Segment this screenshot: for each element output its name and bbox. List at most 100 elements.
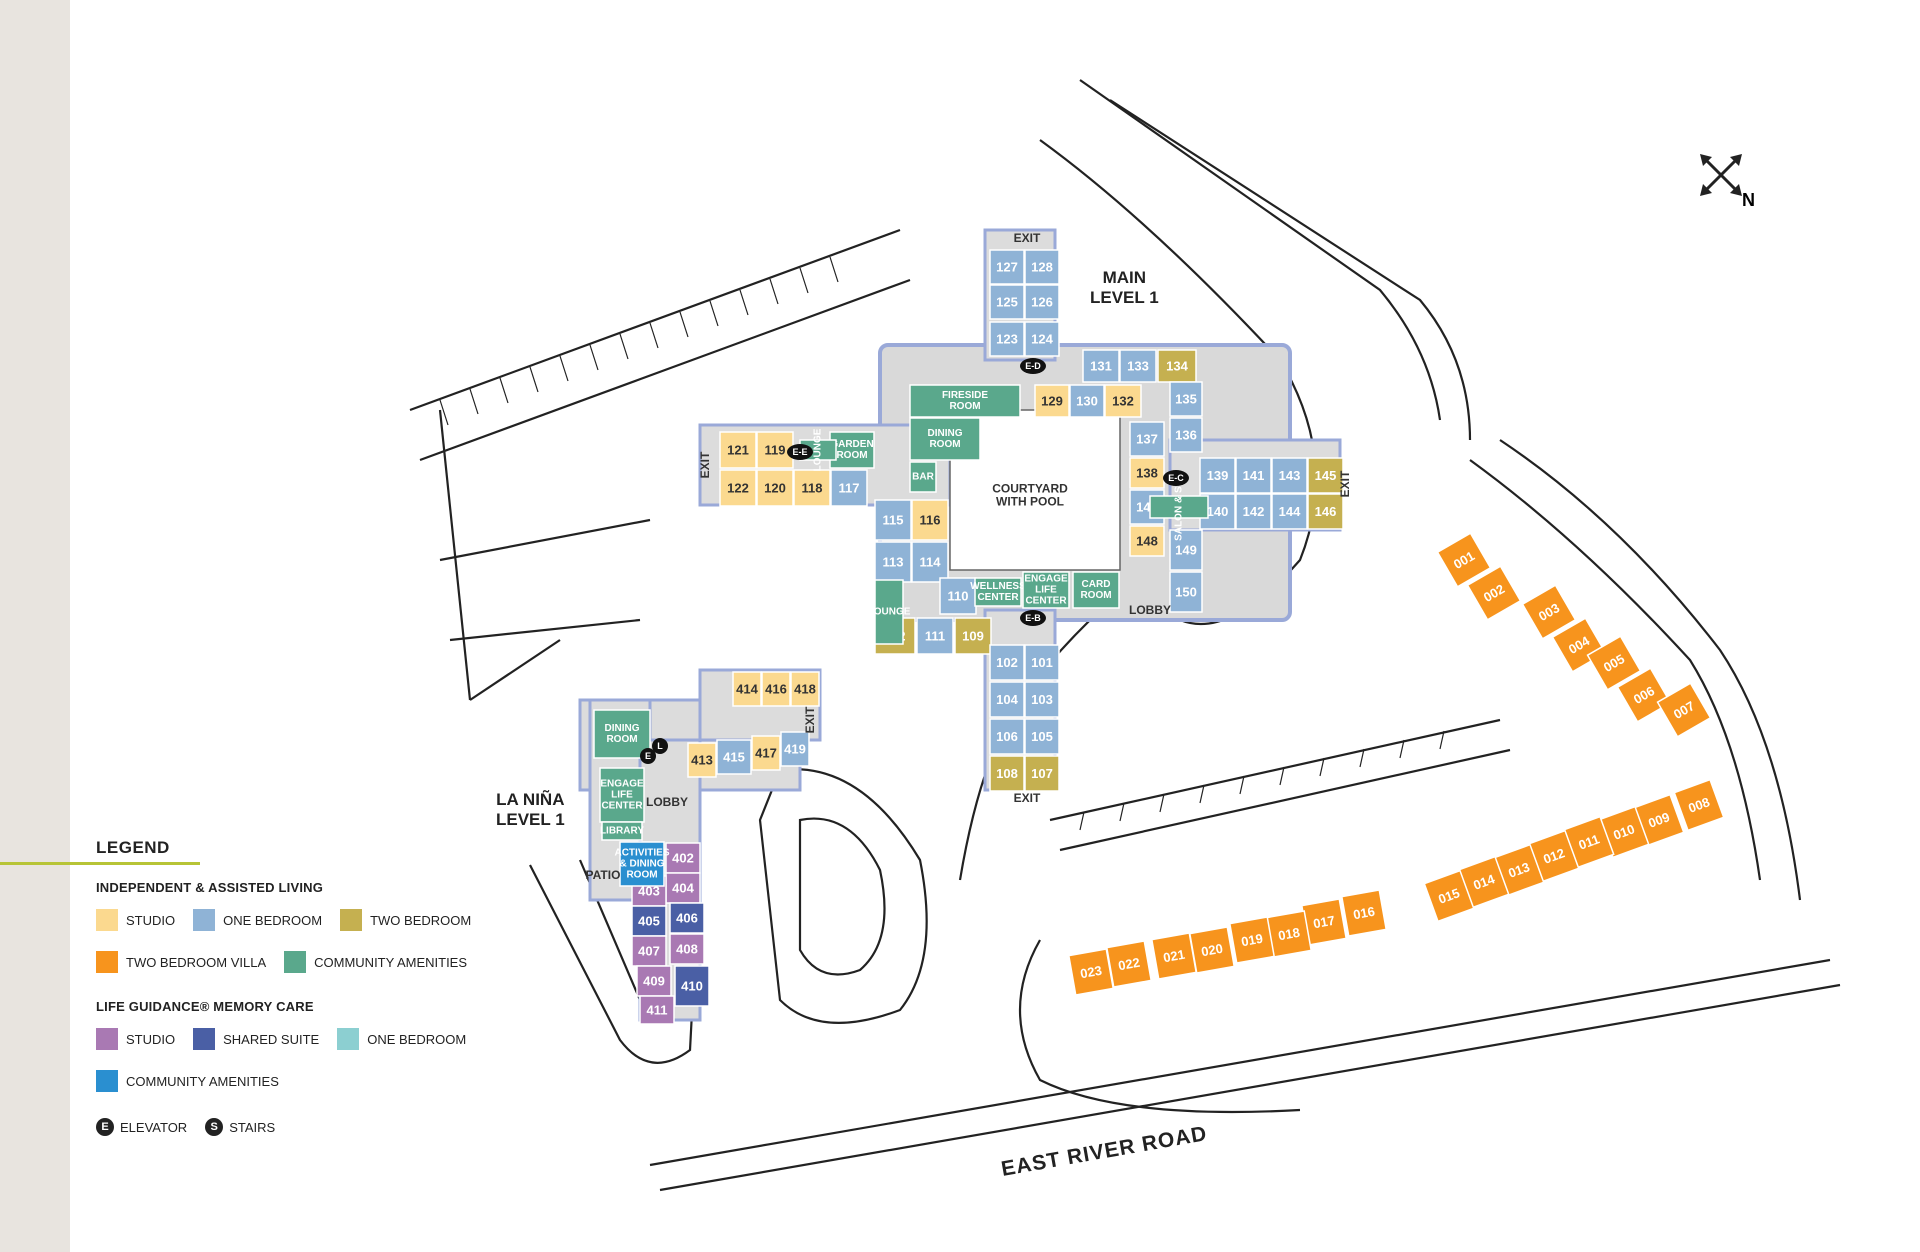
unit-142[interactable]: 142 <box>1235 493 1272 530</box>
unit-416[interactable]: 416 <box>761 671 791 707</box>
unit-145[interactable]: 145 <box>1307 457 1344 494</box>
unit-121[interactable]: 121 <box>719 431 757 469</box>
unit-407[interactable]: 407 <box>631 935 667 967</box>
unit-130[interactable]: 130 <box>1069 384 1105 418</box>
unit-015[interactable]: 015 <box>1423 869 1475 923</box>
unit-413[interactable]: 413 <box>687 742 717 778</box>
unit-148[interactable]: 148 <box>1129 525 1165 557</box>
unit-number: 110 <box>948 589 969 604</box>
unit-122[interactable]: 122 <box>719 469 757 507</box>
unit-132[interactable]: 132 <box>1104 384 1142 418</box>
stairs-icon: S <box>205 1118 224 1136</box>
unit-114[interactable]: 114 <box>911 541 949 583</box>
legend: LEGEND INDEPENDENT & ASSISTED LIVING STU… <box>0 838 516 1136</box>
unit-105[interactable]: 105 <box>1024 718 1060 755</box>
unit-136[interactable]: 136 <box>1169 417 1203 453</box>
place-text: LOUNGE <box>813 428 824 471</box>
unit-number: 019 <box>1240 931 1264 950</box>
unit-009[interactable]: 009 <box>1633 793 1685 847</box>
unit-127[interactable]: 127 <box>989 249 1025 285</box>
unit-005[interactable]: 005 <box>1586 635 1642 691</box>
unit-150[interactable]: 150 <box>1169 571 1203 613</box>
unit-415[interactable]: 415 <box>716 739 752 775</box>
unit-002[interactable]: 002 <box>1466 565 1522 621</box>
unit-133[interactable]: 133 <box>1119 349 1157 383</box>
unit-008[interactable]: 008 <box>1673 778 1725 832</box>
legend-label: TWO BEDROOM <box>370 912 472 928</box>
unit-141[interactable]: 141 <box>1235 457 1272 494</box>
unit-139[interactable]: 139 <box>1199 457 1236 494</box>
unit-021[interactable]: 021 <box>1150 932 1198 980</box>
unit-102[interactable]: 102 <box>989 644 1025 681</box>
unit-129[interactable]: 129 <box>1034 384 1070 418</box>
unit-101[interactable]: 101 <box>1024 644 1060 681</box>
unit-116[interactable]: 116 <box>911 499 949 541</box>
unit-137[interactable]: 137 <box>1129 421 1165 457</box>
unit-110[interactable]: 110 <box>939 577 977 615</box>
unit-104[interactable]: 104 <box>989 681 1025 718</box>
unit-007[interactable]: 007 <box>1656 682 1712 738</box>
unit-number: 116 <box>920 513 941 528</box>
unit-003[interactable]: 003 <box>1521 584 1577 640</box>
place-text: WITH POOL <box>996 495 1064 509</box>
unit-113[interactable]: 113 <box>874 541 912 583</box>
unit-016[interactable]: 016 <box>1340 889 1388 937</box>
unit-414[interactable]: 414 <box>732 671 762 707</box>
unit-143[interactable]: 143 <box>1271 457 1308 494</box>
unit-418[interactable]: 418 <box>790 671 820 707</box>
unit-109[interactable]: 109 <box>954 617 992 655</box>
unit-125[interactable]: 125 <box>989 284 1025 320</box>
lobby-lanina: LOBBY <box>646 795 688 809</box>
unit-138[interactable]: 138 <box>1129 457 1165 489</box>
unit-number: 012 <box>1541 845 1567 867</box>
unit-111[interactable]: 111 <box>916 617 954 655</box>
unit-107[interactable]: 107 <box>1024 755 1060 792</box>
unit-419[interactable]: 419 <box>780 731 810 767</box>
unit-118[interactable]: 118 <box>793 469 831 507</box>
unit-014[interactable]: 014 <box>1458 855 1510 909</box>
unit-006[interactable]: 006 <box>1616 667 1672 723</box>
unit-417[interactable]: 417 <box>751 735 781 771</box>
unit-115[interactable]: 115 <box>874 499 912 541</box>
unit-023[interactable]: 023 <box>1067 948 1115 996</box>
place-text: ACTIVITIES <box>614 848 669 859</box>
unit-409[interactable]: 409 <box>636 965 672 997</box>
unit-001[interactable]: 001 <box>1436 532 1492 588</box>
legend-swatch <box>96 951 118 973</box>
unit-128[interactable]: 128 <box>1024 249 1060 285</box>
unit-135[interactable]: 135 <box>1169 381 1203 417</box>
unit-408[interactable]: 408 <box>669 933 705 965</box>
unit-149[interactable]: 149 <box>1169 529 1203 571</box>
unit-108[interactable]: 108 <box>989 755 1025 792</box>
unit-022[interactable]: 022 <box>1105 940 1153 988</box>
unit-146[interactable]: 146 <box>1307 493 1344 530</box>
unit-117[interactable]: 117 <box>830 469 868 507</box>
unit-120[interactable]: 120 <box>756 469 794 507</box>
unit-144[interactable]: 144 <box>1271 493 1308 530</box>
unit-018[interactable]: 018 <box>1265 910 1313 958</box>
unit-123[interactable]: 123 <box>989 321 1025 357</box>
unit-134[interactable]: 134 <box>1157 349 1197 383</box>
unit-011[interactable]: 011 <box>1563 815 1615 869</box>
unit-106[interactable]: 106 <box>989 718 1025 755</box>
unit-411[interactable]: 411 <box>639 995 675 1025</box>
unit-406[interactable]: 406 <box>669 902 705 934</box>
unit-number: 419 <box>784 742 806 757</box>
unit-404[interactable]: 404 <box>665 872 701 904</box>
exit-south: EXIT <box>1014 791 1041 805</box>
unit-124[interactable]: 124 <box>1024 321 1060 357</box>
unit-410[interactable]: 410 <box>674 965 710 1007</box>
legend-row-4: COMMUNITY AMENITIES <box>96 1070 516 1092</box>
unit-405[interactable]: 405 <box>631 905 667 937</box>
unit-126[interactable]: 126 <box>1024 284 1060 320</box>
unit-402[interactable]: 402 <box>665 842 701 874</box>
unit-010[interactable]: 010 <box>1598 805 1650 859</box>
unit-131[interactable]: 131 <box>1082 349 1120 383</box>
unit-020[interactable]: 020 <box>1188 926 1236 974</box>
unit-019[interactable]: 019 <box>1228 916 1276 964</box>
unit-012[interactable]: 012 <box>1528 829 1580 883</box>
unit-number: 010 <box>1611 821 1637 843</box>
unit-103[interactable]: 103 <box>1024 681 1060 718</box>
